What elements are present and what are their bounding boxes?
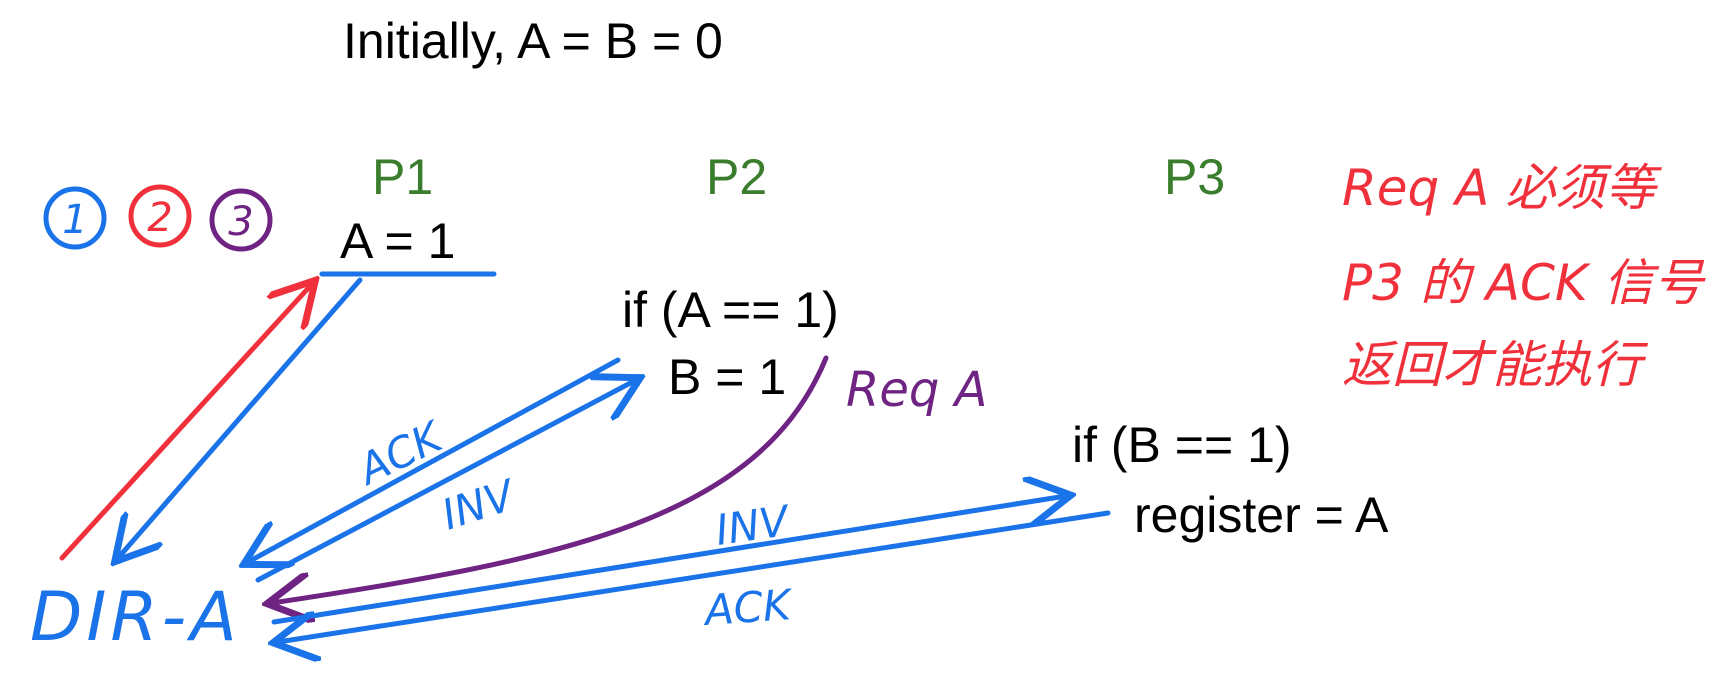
purple-arrow-req-a-to-dir: [272, 355, 829, 603]
note-line-1: Req A 必须等: [1342, 159, 1662, 217]
p3-condition: if (B == 1): [1072, 417, 1292, 473]
step-2-marker: 2: [128, 184, 192, 248]
note-line-2: P3 的 ACK 信号: [1342, 254, 1707, 312]
note-line-3: 返回才能执行: [1342, 336, 1649, 394]
blue-arrow-p3-ack-to-dir: [278, 510, 1111, 642]
directory-label: DIR-A: [30, 578, 241, 657]
step-3-number: 3: [228, 199, 253, 245]
p2-condition: if (A == 1): [622, 282, 839, 338]
step-3-marker: 3: [209, 188, 273, 252]
blue-arrow-dir-inv-to-p2: [255, 380, 636, 583]
title: Initially, A = B = 0: [343, 13, 723, 69]
label-ack-p3: ACK: [700, 580, 795, 635]
blue-arrow-p1-to-dir: [118, 277, 363, 558]
label-req-a: Req A: [846, 362, 987, 418]
p2-assignment: B = 1: [668, 349, 786, 405]
red-note: Req A 必须等 P3 的 ACK 信号 返回才能执行: [1342, 159, 1707, 394]
p1-statement: A = 1: [340, 213, 455, 269]
step-1-marker: 1: [43, 186, 107, 250]
step-legend: 1 2 3: [43, 184, 273, 252]
process-label-p3: P3: [1164, 149, 1225, 205]
message-arrows: [59, 277, 1111, 642]
label-inv-p3: INV: [713, 496, 795, 555]
step-2-number: 2: [147, 195, 172, 241]
p3-assignment: register = A: [1134, 487, 1389, 543]
process-label-p1: P1: [372, 149, 433, 205]
red-arrow-dir-to-p1: [59, 284, 312, 561]
step-1-number: 1: [62, 197, 87, 243]
blue-arrow-dir-inv-to-p3: [271, 496, 1066, 625]
blue-arrow-p2-ack-to-dir: [248, 357, 621, 562]
process-label-p2: P2: [706, 149, 767, 205]
